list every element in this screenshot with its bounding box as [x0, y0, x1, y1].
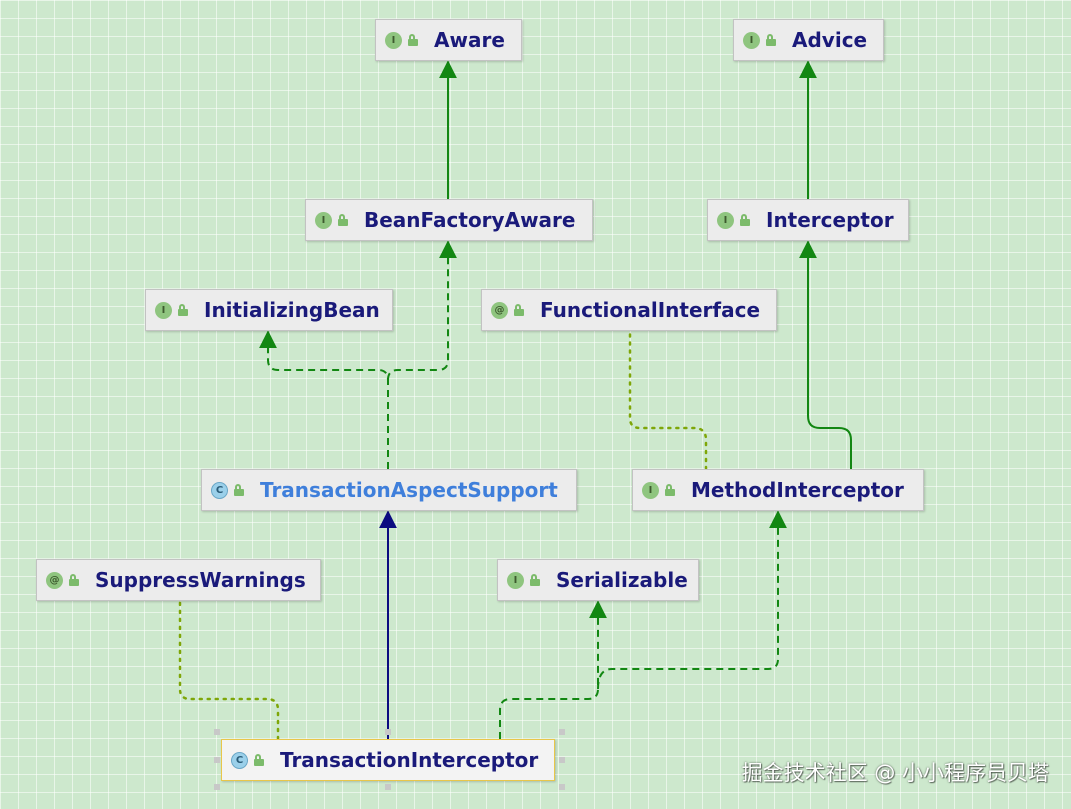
node-transactioninterceptor-label: TransactionInterceptor — [280, 748, 539, 772]
interface-icon: I — [743, 31, 760, 49]
interface-icon: I — [642, 481, 659, 499]
edge-transactioninterceptor-annotated-suppresswarnings — [178, 600, 280, 741]
interface-icon: I — [717, 211, 734, 229]
interface-icon: I — [315, 211, 332, 229]
public-lock-icon — [254, 754, 264, 766]
annotation-icon: @ — [46, 571, 63, 589]
node-transactioninterceptor[interactable]: C TransactionInterceptor — [221, 739, 555, 781]
node-initializingbean-label: InitializingBean — [204, 298, 380, 322]
node-functionalinterface-label: FunctionalInterface — [540, 298, 761, 322]
public-lock-icon — [740, 214, 750, 226]
node-methodinterceptor-label: MethodInterceptor — [691, 478, 904, 502]
node-suppresswarnings[interactable]: @ SuppressWarnings — [36, 559, 321, 601]
node-serializable[interactable]: I Serializable — [497, 559, 699, 601]
abstract-class-icon: C — [211, 481, 228, 499]
edge-transactionaspectsupport-implements-beanfactoryaware — [387, 240, 457, 381]
node-interceptor-label: Interceptor — [766, 208, 894, 232]
public-lock-icon — [338, 214, 348, 226]
selection-handle-top-middle[interactable] — [385, 729, 391, 735]
edge-methodinterceptor-extends-interceptor — [799, 240, 852, 469]
node-methodinterceptor[interactable]: I MethodInterceptor — [632, 469, 924, 511]
public-lock-icon — [530, 574, 540, 586]
node-transactionaspectsupport[interactable]: C TransactionAspectSupport — [201, 469, 577, 511]
watermark-text: 掘金技术社区 @ 小小程序员贝塔 — [741, 761, 1049, 785]
public-lock-icon — [665, 484, 675, 496]
public-lock-icon — [69, 574, 79, 586]
node-beanfactoryaware[interactable]: I BeanFactoryAware — [305, 199, 593, 241]
node-suppresswarnings-label: SuppressWarnings — [95, 568, 306, 592]
selection-handle-middle-right[interactable] — [559, 757, 565, 763]
interface-icon: I — [155, 301, 172, 319]
public-lock-icon — [514, 304, 524, 316]
public-lock-icon — [408, 34, 418, 46]
selection-handle-bottom-right[interactable] — [559, 784, 565, 790]
node-functionalinterface[interactable]: @ FunctionalInterface — [481, 289, 777, 331]
class-icon: C — [231, 751, 248, 769]
node-aware-label: Aware — [434, 28, 505, 52]
node-interceptor[interactable]: I Interceptor — [707, 199, 909, 241]
selection-handle-top-right[interactable] — [559, 729, 565, 735]
node-advice-label: Advice — [792, 28, 868, 52]
selection-handle-bottom-left[interactable] — [214, 784, 220, 790]
edge-methodinterceptor-annotated-functionalinterface — [628, 330, 708, 471]
selection-handle-middle-left[interactable] — [214, 757, 220, 763]
public-lock-icon — [234, 484, 244, 496]
public-lock-icon — [178, 304, 188, 316]
node-aware[interactable]: I Aware — [375, 19, 522, 61]
node-beanfactoryaware-label: BeanFactoryAware — [364, 208, 576, 232]
annotation-icon: @ — [491, 301, 508, 319]
public-lock-icon — [766, 34, 776, 46]
interface-icon: I — [507, 571, 524, 589]
node-transactionaspectsupport-label: TransactionAspectSupport — [260, 478, 558, 502]
interface-icon: I — [385, 31, 402, 49]
selection-handle-bottom-middle[interactable] — [385, 784, 391, 790]
edge-transactioninterceptor-implements-methodinterceptor — [597, 510, 787, 690]
edge-transactioninterceptor-implements-serializable — [499, 600, 607, 739]
node-initializingbean[interactable]: I InitializingBean — [145, 289, 393, 331]
selection-handle-top-left[interactable] — [214, 729, 220, 735]
edge-transactionaspectsupport-implements-initializingbean — [259, 330, 389, 469]
node-serializable-label: Serializable — [556, 568, 688, 592]
node-advice[interactable]: I Advice — [733, 19, 884, 61]
